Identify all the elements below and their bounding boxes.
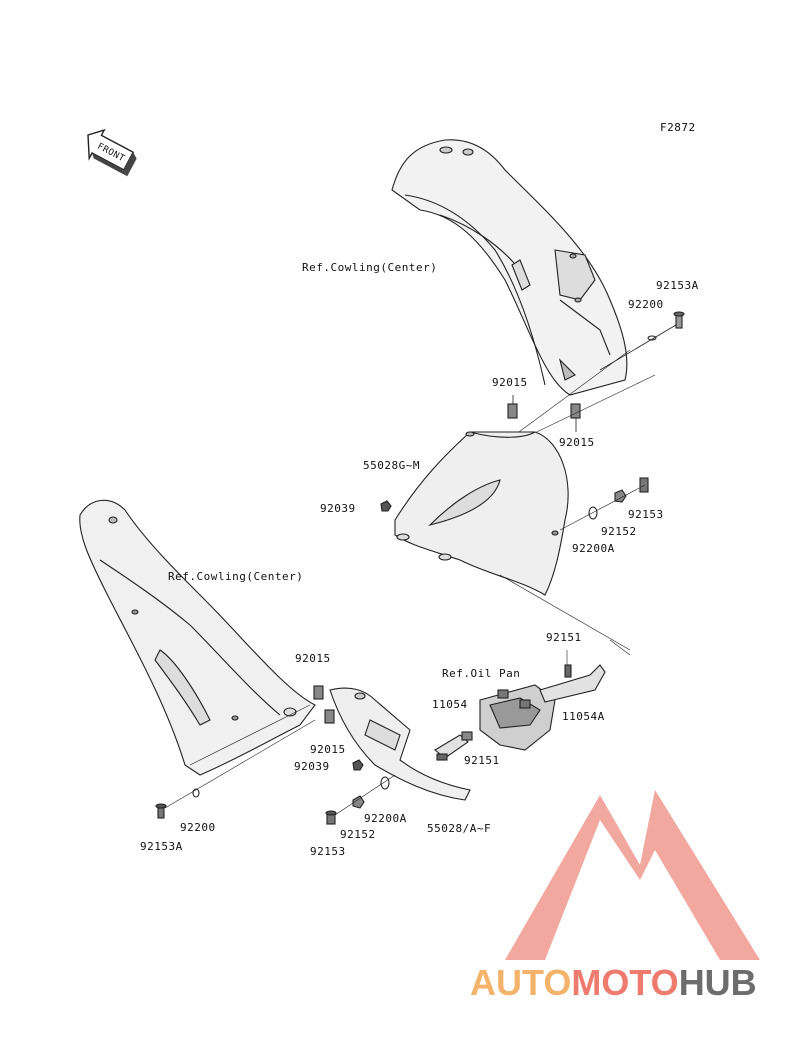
ref-cowling-center-upper: Ref.Cowling(Center) <box>302 261 438 274</box>
ref-oil-pan: Ref.Oil Pan <box>442 667 521 680</box>
upper-bushings <box>507 349 656 441</box>
watermark-part-auto: AUTO <box>470 962 572 1003</box>
label-55028A-F: 55028/A~F <box>427 822 492 835</box>
label-92015-lower-b: 92015 <box>310 743 346 756</box>
label-11054: 11054 <box>432 698 468 711</box>
label-92151-upper: 92151 <box>546 631 582 644</box>
label-92153-lower: 92153 <box>310 845 346 858</box>
label-92200A-lower: 92200A <box>364 812 407 825</box>
label-92153A-right: 92153A <box>656 279 699 292</box>
left-cowling-reference <box>79 499 316 776</box>
front-arrow-icon <box>87 128 137 177</box>
label-92015-upper-right: 92015 <box>559 436 595 449</box>
label-92200-lower: 92200 <box>180 821 216 834</box>
upper-nut <box>380 500 392 512</box>
watermark-part-moto: MOTO <box>571 962 679 1003</box>
right-fastener-stack <box>559 477 649 531</box>
label-11054A: 11054A <box>562 710 605 723</box>
watermark-logo-icon <box>505 790 760 960</box>
upper-cowling-reference <box>391 139 628 396</box>
watermark-part-hub: HUB <box>678 962 757 1003</box>
label-92152-lower: 92152 <box>340 828 376 841</box>
label-92039-upper: 92039 <box>320 502 356 515</box>
label-92200A-right: 92200A <box>572 542 615 555</box>
lower-fastener-stack <box>325 774 396 825</box>
bracket-11054A <box>539 664 606 703</box>
label-92153-right: 92153 <box>628 508 664 521</box>
label-92015-upper-left: 92015 <box>492 376 528 389</box>
label-92153A-lower: 92153A <box>140 840 183 853</box>
left-lower-cowl <box>329 687 471 801</box>
lower-bushings <box>313 685 335 724</box>
ref-cowling-center-left: Ref.Cowling(Center) <box>168 570 304 583</box>
figure-code: F2872 <box>660 121 696 134</box>
lower-left-fasteners <box>155 719 316 819</box>
label-55028G-M: 55028G~M <box>363 459 420 472</box>
watermark-text: AUTOMOTOHUB <box>470 962 757 1004</box>
label-92152-right: 92152 <box>601 525 637 538</box>
label-92200-right: 92200 <box>628 298 664 311</box>
label-92039-lower: 92039 <box>294 760 330 773</box>
oil-pan-reference <box>479 684 556 751</box>
bolts-92151 <box>436 639 631 761</box>
label-92015-lower-a: 92015 <box>295 652 331 665</box>
lower-nut <box>352 759 364 771</box>
label-92151-lower: 92151 <box>464 754 500 767</box>
right-lower-cowl <box>394 431 631 651</box>
